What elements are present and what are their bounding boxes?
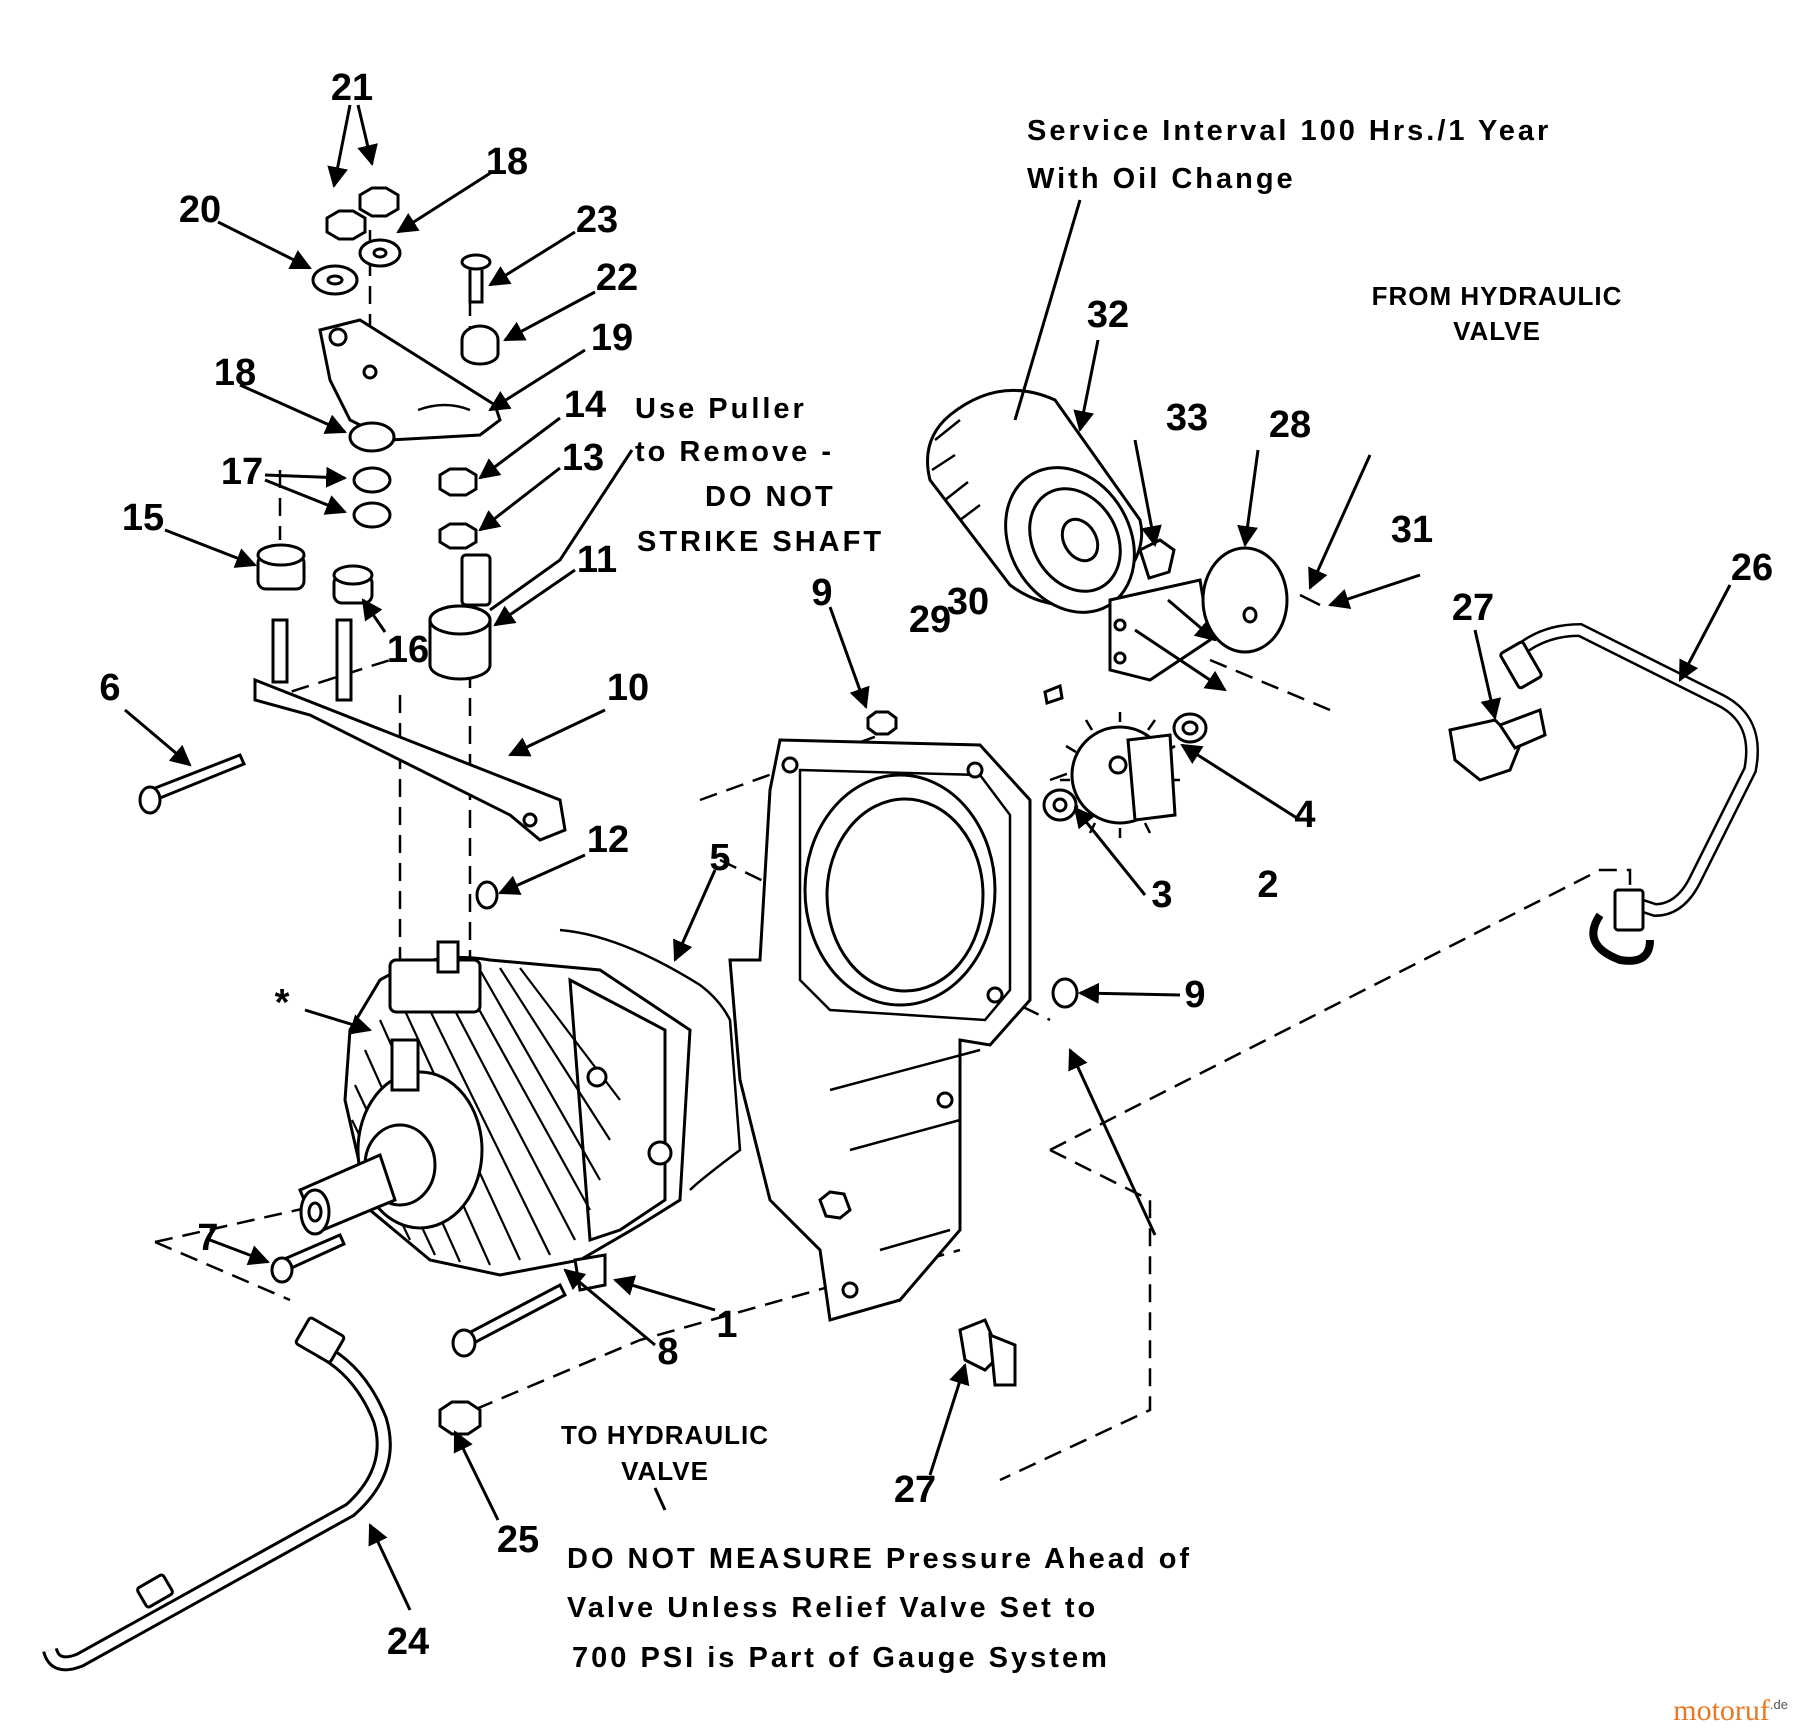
tube-24 xyxy=(42,1316,392,1672)
watermark-logo: motoruf.de xyxy=(1673,1694,1788,1728)
top-plate xyxy=(318,318,502,442)
callout-11: 11 xyxy=(576,539,618,581)
leader-lines xyxy=(124,104,1732,1611)
callout-17: 17 xyxy=(220,451,264,493)
filter-adapter xyxy=(1108,538,1321,682)
elbow-fittings xyxy=(438,707,1547,1436)
callout-9-right: 9 xyxy=(1184,974,1206,1016)
callout-28: 28 xyxy=(1268,404,1312,446)
callout-13: 13 xyxy=(561,437,605,479)
callout-3: 3 xyxy=(1151,874,1173,916)
oil-filter xyxy=(926,388,1144,614)
callout-15: 15 xyxy=(121,497,165,539)
from-hydraulic-valve-line2: VALVE xyxy=(1453,316,1541,346)
callout-8: 8 xyxy=(657,1331,679,1373)
puller-note-line3: DO NOT xyxy=(705,481,836,513)
gasket xyxy=(559,928,742,1191)
callout-4: 4 xyxy=(1294,794,1316,836)
to-hydraulic-valve-line2: VALVE xyxy=(621,1456,709,1486)
adapter-housing xyxy=(728,738,1032,1322)
callout-5: 5 xyxy=(709,837,731,879)
service-interval-note-line1: Service Interval 100 Hrs./1 Year xyxy=(1027,115,1552,147)
pressure-note-line2: Valve Unless Relief Valve Set to xyxy=(567,1592,1099,1624)
callout-32: 32 xyxy=(1086,294,1130,336)
bolts xyxy=(138,683,1064,1358)
tube-26 xyxy=(1499,622,1759,965)
watermark-brand: motoruf xyxy=(1673,1694,1770,1727)
callout-10: 10 xyxy=(606,667,650,709)
hardware-stack xyxy=(256,186,500,681)
small-fittings xyxy=(475,710,1079,1220)
callout-31: 31 xyxy=(1390,509,1434,551)
callout-1: 1 xyxy=(716,1304,738,1346)
callout-7: 7 xyxy=(197,1217,219,1259)
callout-26: 26 xyxy=(1730,547,1774,589)
callout-25: 25 xyxy=(496,1519,540,1561)
puller-note-line2: to Remove - xyxy=(635,436,834,468)
from-hydraulic-valve-line1: FROM HYDRAULIC xyxy=(1371,281,1623,311)
callout-24: 24 xyxy=(386,1621,430,1663)
callout-27-bottom: 27 xyxy=(893,1469,937,1511)
callout-18-top: 18 xyxy=(485,141,529,183)
callout-22: 22 xyxy=(595,257,639,299)
callout-9-top: 9 xyxy=(811,572,833,614)
callout-21: 21 xyxy=(330,67,374,109)
callout-27-right: 27 xyxy=(1451,587,1495,629)
callout-19: 19 xyxy=(590,317,634,359)
callout-18-mid: 18 xyxy=(213,352,257,394)
drive-gear xyxy=(1042,712,1208,838)
callout-30: 30 xyxy=(946,581,990,623)
callout-12: 12 xyxy=(586,819,630,861)
pressure-note-line3: 700 PSI is Part of Gauge System xyxy=(572,1642,1110,1674)
callout-star: * xyxy=(274,982,290,1024)
pressure-note-line1: DO NOT MEASURE Pressure Ahead of xyxy=(567,1543,1193,1575)
puller-note-line4: STRIKE SHAFT xyxy=(637,526,885,558)
callout-23: 23 xyxy=(575,199,619,241)
service-interval-note-line2: With Oil Change xyxy=(1027,163,1296,195)
pump-body xyxy=(298,940,692,1292)
callout-16: 16 xyxy=(386,629,430,671)
mounting-bracket xyxy=(253,618,567,842)
callout-20: 20 xyxy=(178,189,222,231)
watermark-tld: .de xyxy=(1769,1697,1788,1712)
callout-2: 2 xyxy=(1257,864,1279,906)
callout-33: 33 xyxy=(1165,397,1209,439)
callout-29: 29 xyxy=(908,599,952,641)
puller-note-line1: Use Puller xyxy=(635,393,807,425)
callout-6: 6 xyxy=(99,667,121,709)
callout-14: 14 xyxy=(563,384,607,426)
to-hydraulic-valve-line1: TO HYDRAULIC xyxy=(561,1420,769,1450)
